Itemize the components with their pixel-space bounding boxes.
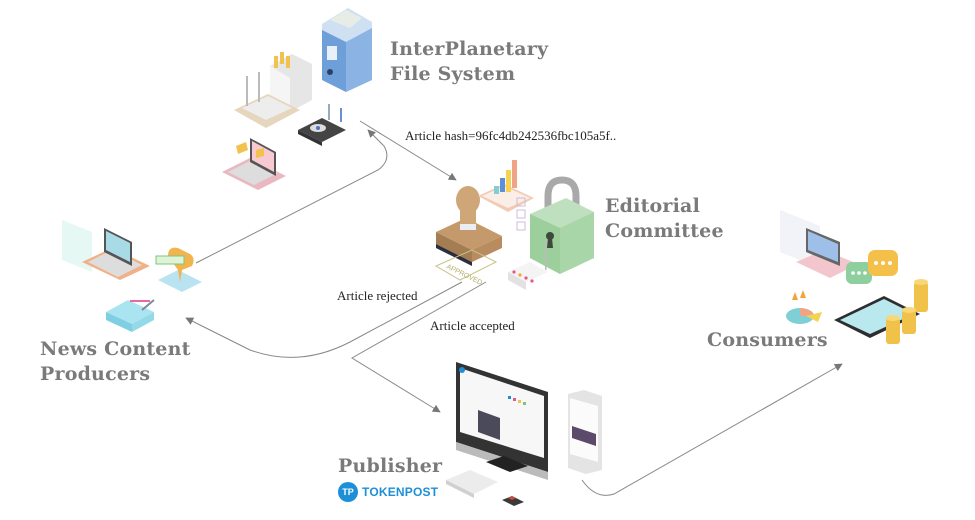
- bar-chart-board-icon: [478, 160, 534, 212]
- desktop-monitor-icon: [456, 362, 548, 480]
- arrow-ipfs-to-editorial: [359, 120, 457, 181]
- mouse-icon: [502, 496, 524, 506]
- editorial-title-line2: Committee: [605, 220, 724, 242]
- laptop-orange-icon: [82, 228, 150, 280]
- tokenpost-wordmark: TOKENPOST: [362, 485, 439, 499]
- chat-bubble-yellow-icon: [868, 250, 898, 276]
- editorial-title: Editorial Committee: [605, 194, 724, 244]
- tokenpost-badge-icon: TP: [338, 482, 358, 502]
- ipfs-title: InterPlanetary File System: [390, 37, 548, 87]
- arrow-rejected-to-producers: [185, 281, 463, 358]
- keyboard-icon: [446, 470, 498, 498]
- phone-icon: [568, 390, 602, 474]
- flow-label-rejected: Article rejected: [337, 288, 418, 303]
- editorial-illustration: APPROVED: [434, 160, 594, 290]
- publisher-illustration: [446, 362, 602, 506]
- tokenpost-logo: TP TOKENPOST: [338, 482, 438, 502]
- cart-icon: [234, 72, 300, 128]
- laptop-pink-icon: [222, 138, 286, 190]
- desktop-pink-icon: [796, 228, 858, 278]
- tablet-map-pin-icon: [155, 247, 202, 292]
- router-icon: [508, 240, 548, 290]
- arrow-publisher-to-consumers: [581, 363, 843, 496]
- filing-cabinet-icon: [270, 52, 312, 112]
- producers-title: News Content Producers: [40, 337, 191, 387]
- ipfs-illustration: [222, 8, 372, 190]
- consumers-illustration: [780, 210, 928, 344]
- editorial-title-line1: Editorial: [605, 195, 700, 217]
- tablet-icon: [834, 296, 920, 338]
- flow-label-accepted: Article accepted: [430, 318, 515, 333]
- binder-icon: [322, 8, 372, 92]
- pie-chart-icon: [786, 290, 822, 324]
- flow-label-hash: Article hash=96fc4db242536fbc105a5f..: [405, 128, 617, 143]
- producers-illustration: [62, 220, 202, 332]
- ipfs-title-line2: File System: [390, 63, 516, 85]
- coins-icon: [886, 279, 928, 344]
- approved-stamp-icon: APPROVED: [434, 186, 502, 287]
- producers-title-line2: Producers: [40, 363, 151, 385]
- notepad-icon: [106, 299, 155, 332]
- producers-title-line1: News Content: [40, 338, 191, 360]
- arrow-accepted-to-publisher: [351, 281, 487, 413]
- arrow-producers-to-ipfs: [195, 129, 388, 264]
- padlock-icon: [516, 176, 594, 274]
- publisher-title: Publisher: [338, 455, 443, 477]
- consumers-title: Consumers: [707, 329, 828, 351]
- hard-drive-icon: [298, 104, 346, 146]
- ipfs-title-line1: InterPlanetary: [390, 38, 549, 60]
- chat-bubble-green-icon: [846, 262, 872, 284]
